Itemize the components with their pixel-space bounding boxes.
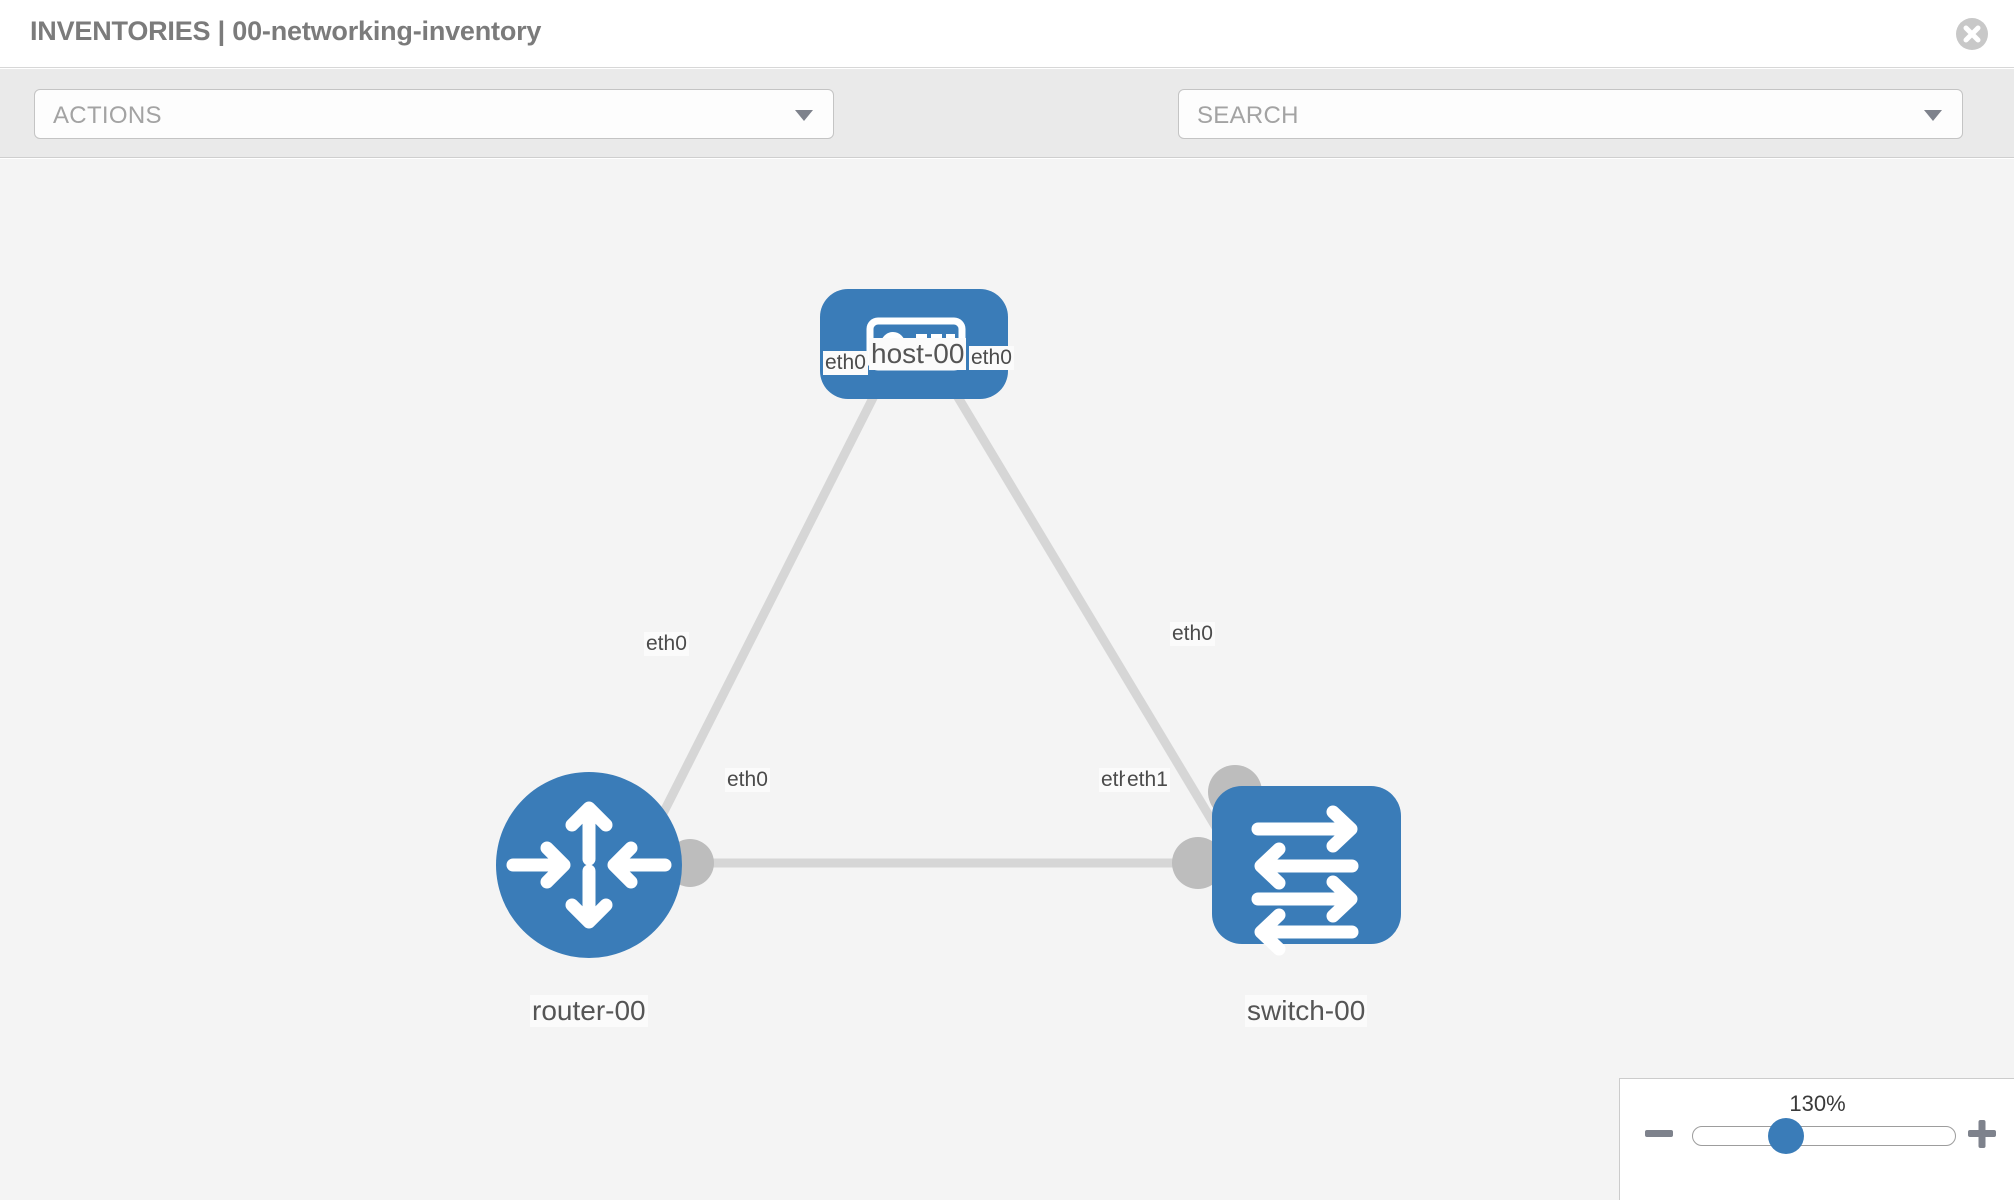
node-switch-00 <box>1212 786 1401 956</box>
zoom-slider-handle[interactable] <box>1768 1118 1804 1154</box>
zoom-control-panel: 130% <box>1619 1078 2014 1200</box>
search-placeholder: SEARCH <box>1197 102 1299 129</box>
topology-edges <box>635 381 1239 868</box>
iface-label: eth0 <box>1170 622 1215 646</box>
iface-label: eth0 <box>969 346 1014 370</box>
node-label-host-00: host-00 <box>869 338 967 370</box>
iface-label: eth0 <box>644 632 689 656</box>
zoom-level-label: 130% <box>1789 1091 1846 1116</box>
topology-graph <box>496 289 1401 958</box>
zoom-slider[interactable] <box>1692 1126 1956 1146</box>
actions-dropdown-label: ACTIONS <box>53 102 162 129</box>
search-input[interactable]: SEARCH <box>1178 89 1963 139</box>
edge-host00-switch00 <box>946 381 1239 862</box>
chevron-down-icon <box>1924 110 1942 121</box>
iface-label: eth0 <box>725 768 770 792</box>
node-router-00 <box>496 772 682 958</box>
minus-icon[interactable] <box>1642 1117 1676 1151</box>
edge-router00-host00 <box>635 381 885 862</box>
chevron-down-icon <box>795 110 813 121</box>
close-icon[interactable] <box>1956 18 1988 50</box>
router-arrows-icon <box>506 801 672 929</box>
node-label-switch-00: switch-00 <box>1245 995 1368 1027</box>
actions-dropdown[interactable]: ACTIONS <box>34 89 834 139</box>
page-header: INVENTORIES | 00-networking-inventory <box>0 0 2014 68</box>
iface-label: eth0 <box>823 351 868 375</box>
node-label-router-00: router-00 <box>530 995 648 1027</box>
topology-canvas[interactable]: eth0 eth0 eth0 eth0 eth0 eth0 eth1 host-… <box>0 159 2014 1200</box>
toolbar: ACTIONS SEARCH <box>0 69 2014 198</box>
plus-icon[interactable] <box>1965 1117 1999 1151</box>
switch-arrows-icon <box>1251 805 1359 956</box>
iface-label: eth1 <box>1125 768 1170 792</box>
endpoint-switch00-left <box>1172 837 1224 889</box>
page-title: INVENTORIES | 00-networking-inventory <box>30 16 542 46</box>
